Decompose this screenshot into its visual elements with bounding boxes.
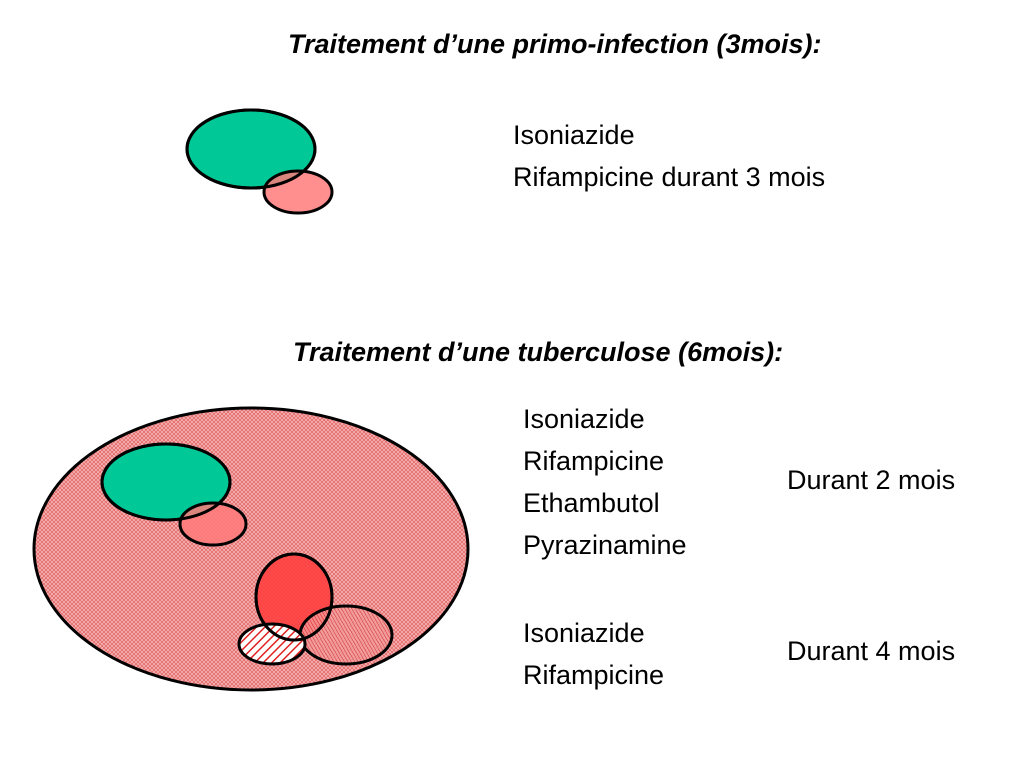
tb-initial-drug-item: Pyrazinamine xyxy=(523,530,687,560)
tb-initial-drug-item: Isoniazide xyxy=(523,404,645,434)
primo-infection-drug-list: Isoniazide Rifampicine durant 3 mois xyxy=(513,114,825,198)
tb-continuation-drug-item: Isoniazide xyxy=(523,618,645,648)
tb-continuation-drug-item: Rifampicine xyxy=(523,660,665,690)
primo-drug-item: Rifampicine durant 3 mois xyxy=(513,162,826,192)
tuberculose-diagram xyxy=(32,406,470,692)
tuberculose-title: Traitement d’une tuberculose (6mois): xyxy=(293,337,784,367)
primo-infection-title: Traitement d’une primo-infection (3mois)… xyxy=(288,29,822,59)
tb-initial-drug-item: Rifampicine xyxy=(523,446,665,476)
primo-red-population xyxy=(262,169,334,215)
tb-continuation-phase-duration: Durant 4 mois xyxy=(787,636,956,666)
primo-green-outline xyxy=(185,108,317,190)
tb-red-outline xyxy=(254,552,334,642)
tb-initial-drug-item: Ethambutol xyxy=(523,488,660,518)
tb-continuation-phase-drug-list: Isoniazide Rifampicine xyxy=(523,612,664,696)
primo-drug-item: Isoniazide xyxy=(513,120,635,150)
primo-infection-diagram xyxy=(185,108,334,215)
tb-striped-population xyxy=(237,622,307,666)
tb-green-outline xyxy=(100,442,232,522)
tb-initial-phase-duration: Durant 2 mois xyxy=(787,465,956,495)
tb-initial-phase-drug-list: Isoniazide Rifampicine Ethambutol Pyrazi… xyxy=(523,398,687,566)
tb-small-red-population xyxy=(178,501,248,547)
